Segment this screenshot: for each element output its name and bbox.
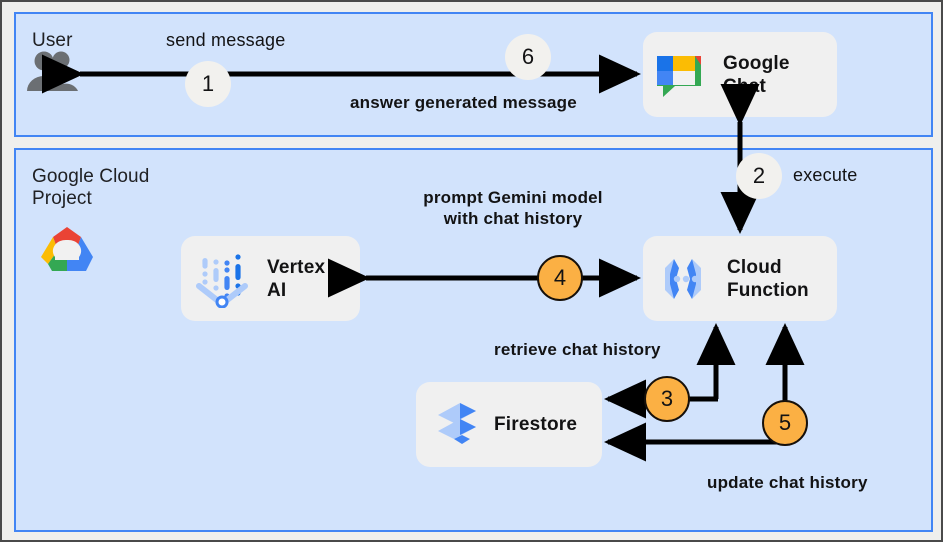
edge-label-execute: execute <box>793 165 858 185</box>
google-cloud-icon <box>36 224 98 279</box>
step-badge-4[interactable]: 4 <box>537 255 583 301</box>
node-vertex-ai[interactable]: Vertex AI <box>181 236 360 321</box>
edge-label-answer-generated-message: answer generated message <box>350 93 577 112</box>
edge-label-prompt-gemini-model: prompt Gemini model with chat history <box>423 188 603 228</box>
google-chat-icon <box>653 49 705 101</box>
node-google-chat-label: Google Chat <box>723 52 790 97</box>
panel-google-cloud-project-title: Google Cloud Project <box>32 166 150 209</box>
node-cloud-function[interactable]: Cloud Function <box>643 236 837 321</box>
step-badge-2[interactable]: 2 <box>736 153 782 199</box>
node-vertex-ai-label: Vertex AI <box>267 256 326 301</box>
people-icon <box>24 50 80 97</box>
edge-label-retrieve-chat-history: retrieve chat history <box>494 340 661 359</box>
edge-label-send-message: send message <box>166 30 286 50</box>
step-badge-5[interactable]: 5 <box>762 400 808 446</box>
cloud-function-icon <box>655 253 711 305</box>
firestore-icon <box>432 397 482 453</box>
vertex-ai-icon <box>195 250 251 308</box>
edge-label-update-chat-history: update chat history <box>707 473 868 492</box>
step-badge-1[interactable]: 1 <box>185 61 231 107</box>
node-google-chat[interactable]: Google Chat <box>643 32 837 117</box>
node-firestore-label: Firestore <box>494 414 578 435</box>
node-cloud-function-label: Cloud Function <box>727 256 809 301</box>
node-firestore[interactable]: Firestore <box>416 382 602 467</box>
step-badge-6[interactable]: 6 <box>505 34 551 80</box>
step-badge-3[interactable]: 3 <box>644 376 690 422</box>
panel-user-title: User <box>32 30 73 51</box>
